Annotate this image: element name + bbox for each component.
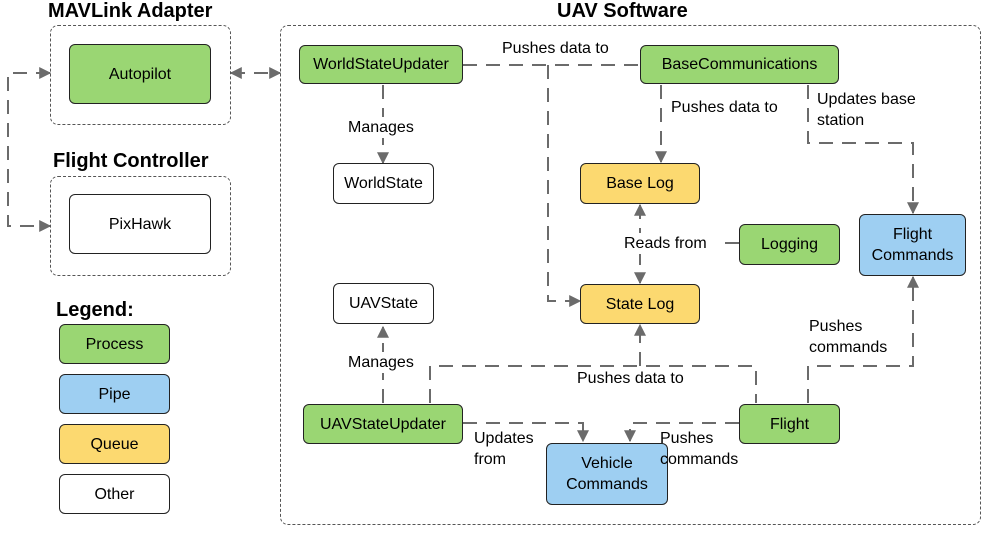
edge-flight-flightcmd [807, 275, 919, 403]
node-flight[interactable]: Flight [739, 404, 840, 444]
label-updates-from: Updates from [474, 430, 534, 468]
edge-usu-vehiclecmd [463, 422, 589, 443]
label-manages-uav: Manages [346, 352, 416, 373]
node-pixhawk[interactable]: PixHawk [69, 194, 211, 254]
legend-title: Legend: [56, 299, 134, 321]
label-pushes-data-base: Pushes data to [669, 97, 780, 118]
label-pushes-commands-vehicle: Pushes commands [660, 430, 739, 468]
edge-wsu-statelog [547, 65, 582, 307]
node-uav-state-updater[interactable]: UAVStateUpdater [303, 404, 463, 444]
node-autopilot[interactable]: Autopilot [69, 44, 211, 104]
edge-basecomm-flightcmd [807, 85, 919, 215]
label-reads-from: Reads from [622, 233, 709, 254]
label-pushes-data-top: Pushes data to [500, 38, 611, 59]
node-state-log[interactable]: State Log [580, 284, 700, 324]
node-logging[interactable]: Logging [739, 224, 840, 265]
legend-queue: Queue [59, 424, 170, 464]
node-vehicle-commands[interactable]: Vehicle Commands [546, 443, 668, 505]
node-world-state-updater[interactable]: WorldStateUpdater [299, 45, 463, 84]
node-base-log[interactable]: Base Log [580, 163, 700, 204]
label-updates-base-station: Updates base station [815, 89, 929, 131]
node-flight-commands[interactable]: Flight Commands [859, 214, 966, 276]
uav-software-title: UAV Software [557, 0, 688, 22]
edge-flight-vehiclecmd [624, 422, 739, 443]
node-uav-state[interactable]: UAVState [333, 283, 434, 324]
mavlink-adapter-group [50, 25, 231, 125]
node-base-communications[interactable]: BaseCommunications [640, 45, 839, 84]
edge-usu-statelog [429, 365, 757, 403]
legend-pipe: Pipe [59, 374, 170, 414]
flight-controller-group [50, 176, 231, 276]
label-manages-world: Manages [346, 117, 416, 138]
edge-autopilot-pixhawk [7, 67, 52, 232]
label-pushes-commands-flight: Pushes commands [807, 316, 911, 358]
flight-controller-title: Flight Controller [53, 150, 209, 172]
label-pushes-data-state: Pushes data to [575, 368, 686, 389]
node-world-state[interactable]: WorldState [333, 163, 434, 204]
uav-software-group [280, 25, 981, 525]
mavlink-title: MAVLink Adapter [48, 0, 213, 22]
legend-other: Other [59, 474, 170, 514]
legend-process: Process [59, 324, 170, 364]
